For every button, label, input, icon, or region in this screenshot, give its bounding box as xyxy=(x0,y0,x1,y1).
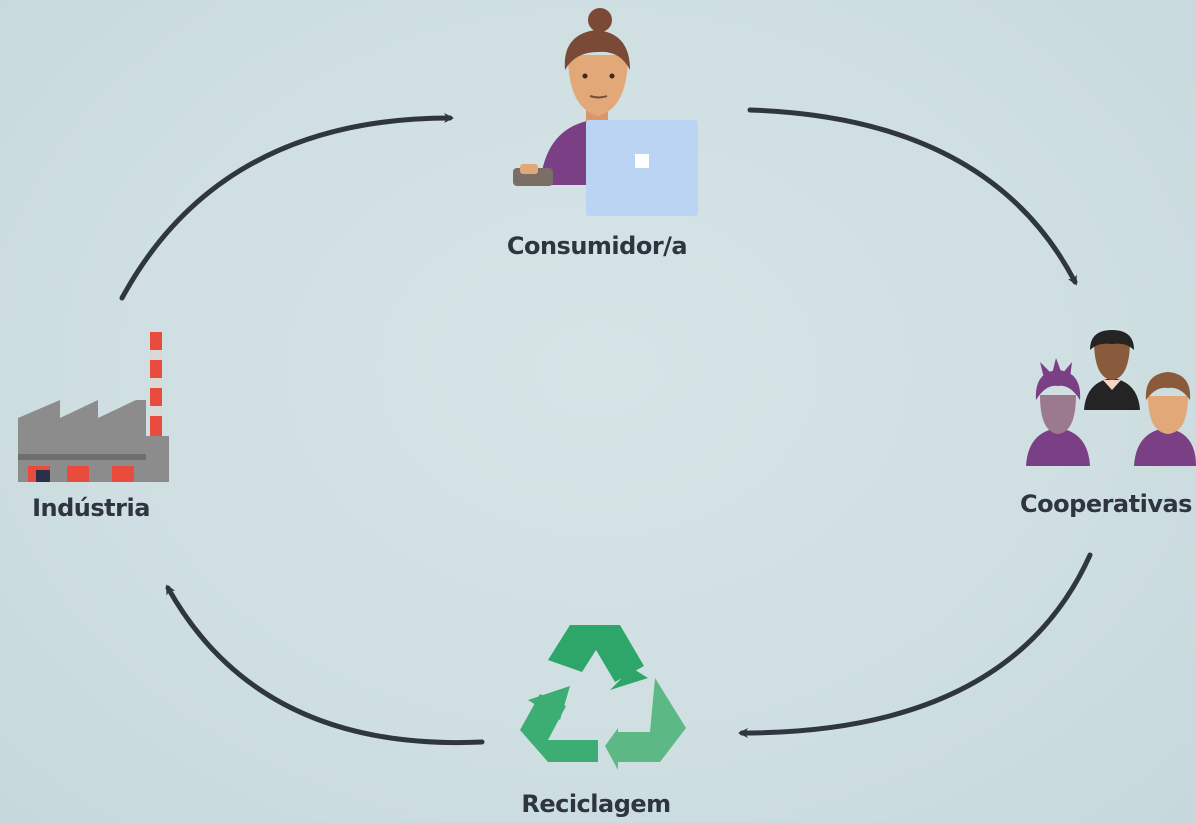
recycling-label: Reciclagem xyxy=(521,790,671,818)
cooperative-workers-icon xyxy=(1026,330,1196,466)
arrow-industry-to-consumer xyxy=(119,113,454,301)
cycle-arrows xyxy=(119,107,1093,746)
recycle-icon xyxy=(520,625,686,770)
factory-icon xyxy=(18,332,169,482)
consumer-label: Consumidor/a xyxy=(506,232,688,260)
arrow-consumer-to-cooperatives xyxy=(747,107,1078,286)
arrow-recycling-to-industry xyxy=(165,584,485,746)
industry-label: Indústria xyxy=(32,494,150,522)
consumer-with-laptop-icon xyxy=(513,8,698,216)
cooperatives-label: Cooperativas xyxy=(1020,490,1192,518)
arrow-cooperatives-to-recycling xyxy=(738,552,1093,738)
